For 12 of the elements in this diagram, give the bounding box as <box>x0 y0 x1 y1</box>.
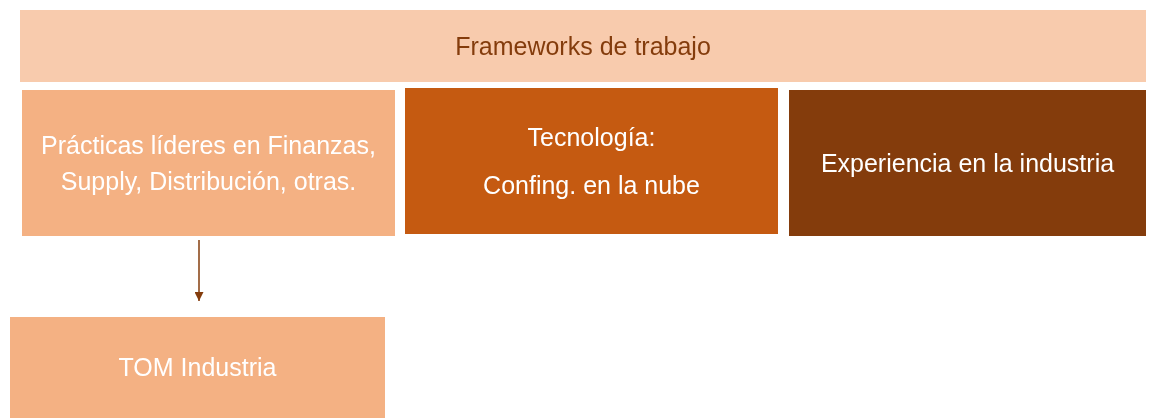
arrow <box>194 239 204 302</box>
process-box <box>789 90 1146 236</box>
box-label: TOM Industria <box>118 352 277 384</box>
box-label: Experiencia en la industria <box>820 147 1115 179</box>
process-box <box>405 88 778 234</box>
box-label: Tecnología: <box>527 121 656 153</box>
process-box <box>10 317 385 418</box>
box-label: Prácticas líderes en Finanzas, Supply, Distribución, otras. <box>40 129 377 197</box>
box-label: Frameworks de trabajo <box>455 30 711 62</box>
header-band <box>20 10 1146 82</box>
box-label: Confing. en la nube <box>483 170 700 201</box>
process-box <box>22 90 395 236</box>
